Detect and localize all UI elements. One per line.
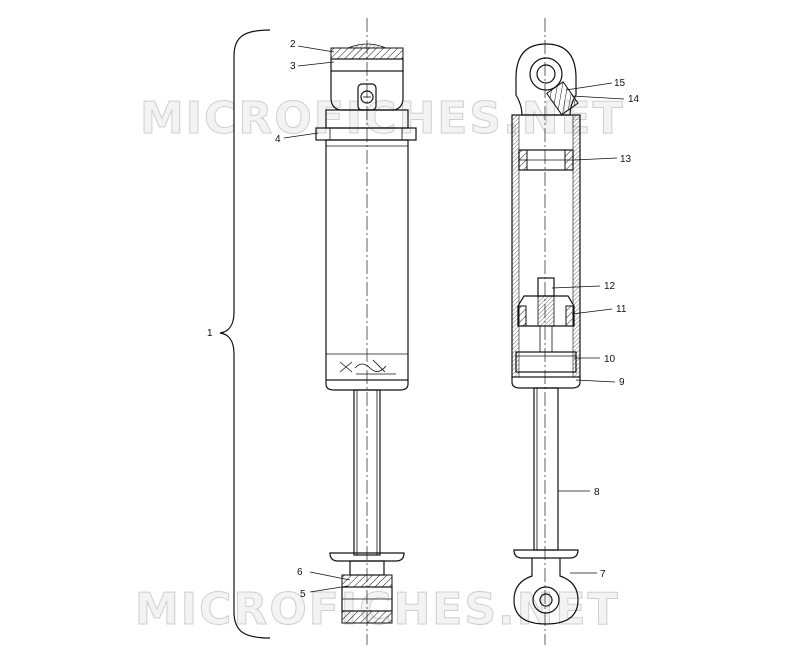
piston-rod	[353, 389, 381, 556]
cutaway-bump-plate	[513, 549, 579, 559]
top-cap	[330, 47, 404, 60]
seal-head	[515, 351, 577, 373]
top-eye-mount	[515, 43, 577, 116]
bushing-upper	[341, 574, 393, 588]
watermark-bottom: MICROFICHES.NET	[135, 584, 620, 635]
assembly-brace	[219, 29, 271, 639]
callout-5: 5	[300, 589, 306, 600]
brand-logo	[339, 359, 396, 375]
callout-6: 6	[297, 567, 303, 578]
callout-14: 14	[628, 94, 640, 105]
callout-13: 13	[620, 154, 632, 165]
watermark-top: MICROFICHES.NET	[140, 93, 625, 144]
bump-plate	[329, 552, 405, 562]
bushing-lower	[341, 610, 393, 624]
callout-labels: 1 2 3 4 5 6 7 8 9 10 11 12 13 14 15	[207, 39, 640, 600]
callout-12: 12	[604, 281, 616, 292]
callout-10: 10	[604, 354, 616, 365]
leader-lines	[283, 45, 625, 593]
seal-ring	[330, 58, 404, 72]
exterior-view	[315, 18, 417, 645]
callout-15: 15	[614, 78, 626, 89]
callout-7: 7	[600, 569, 606, 580]
damper-body	[325, 139, 409, 381]
callout-9: 9	[619, 377, 625, 388]
callout-1: 1	[207, 328, 213, 339]
callout-8: 8	[594, 487, 600, 498]
piston-nut	[537, 277, 555, 297]
cutaway-bottom-cap	[511, 377, 581, 389]
callout-3: 3	[290, 61, 296, 72]
main-piston	[517, 295, 575, 327]
callout-11: 11	[616, 304, 627, 315]
cutaway-shaft	[533, 387, 559, 551]
cutaway-view	[511, 18, 581, 645]
callout-2: 2	[290, 39, 296, 50]
callout-4: 4	[275, 134, 281, 145]
schrader-fitting	[546, 81, 579, 116]
lower-eye-mount	[513, 558, 579, 625]
